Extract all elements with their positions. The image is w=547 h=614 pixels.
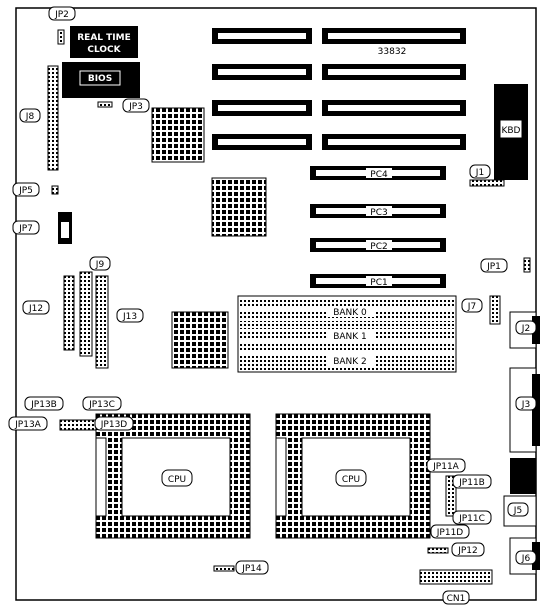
memory-banks: BANK 0 BANK 1 BANK 2 — [237, 295, 457, 373]
bios-chip: BIOS — [62, 62, 140, 98]
callout-box-j9 — [89, 256, 111, 271]
pci-label-3: PC2 — [370, 242, 387, 252]
callout-jp13d: JP13D — [100, 420, 128, 430]
isa-slots-right — [322, 28, 466, 150]
jp1-header — [523, 257, 531, 273]
callout-box-j6 — [515, 550, 537, 565]
real-time-clock-chip: REAL TIME CLOCK — [70, 26, 138, 58]
callout-j5: J5 — [513, 506, 522, 516]
callout-box-j3 — [515, 396, 537, 411]
pci-label-4: PC1 — [370, 278, 387, 288]
pci-slots: PC4 PC3 PC2 PC1 — [310, 166, 446, 288]
bank-label-0: BANK 0 — [333, 308, 367, 318]
cpu-socket-1: CPU — [95, 413, 251, 539]
part-number: 33832 — [378, 47, 407, 57]
callout-box-cn1 — [442, 590, 470, 605]
callout-box-jp13b — [24, 396, 64, 411]
jp14-header — [213, 565, 235, 572]
callout-jp14: JP14 — [241, 564, 262, 574]
jp3-header — [97, 101, 113, 108]
chipset-1 — [151, 107, 205, 163]
j9-header — [79, 271, 93, 357]
callout-jp11d: JP11D — [436, 528, 464, 538]
callout-box-jp1 — [480, 258, 508, 273]
isa-slots-left — [212, 28, 312, 150]
callout-jp11b: JP11B — [458, 478, 485, 488]
callout-jp3: JP3 — [128, 102, 143, 112]
callout-box-jp5 — [12, 182, 40, 197]
cn1-header — [419, 569, 493, 585]
callout-box-jp12 — [451, 542, 485, 557]
callout-jp13b: JP13B — [30, 400, 57, 410]
chipset-2 — [211, 177, 267, 237]
pci-label-1: PC4 — [370, 170, 388, 180]
bank-label-1: BANK 1 — [333, 332, 367, 342]
callout-j3: J3 — [521, 400, 530, 410]
j1-header — [469, 179, 505, 187]
callout-box-j2 — [515, 320, 537, 335]
jp13-cluster — [59, 419, 97, 431]
callout-j9: J9 — [95, 260, 105, 270]
kbd-label: KBD — [501, 126, 520, 136]
callout-box-jp11c — [452, 510, 492, 525]
callout-box-jp3 — [122, 98, 150, 113]
callout-box-jp13d — [94, 416, 134, 431]
callout-jp5: JP5 — [18, 186, 33, 196]
callout-box-jp14 — [235, 560, 269, 575]
rtc-label-line1: REAL TIME — [77, 33, 131, 43]
callout-jp2: JP2 — [54, 10, 69, 20]
callout-j8: J8 — [25, 112, 35, 122]
callout-jp1: JP1 — [486, 262, 501, 272]
callout-box-jp11a — [426, 458, 466, 473]
callout-j13: J13 — [122, 312, 137, 322]
jp5-header — [51, 185, 59, 195]
callout-j2: J2 — [521, 324, 530, 334]
callout-j6: J6 — [521, 554, 531, 564]
callout-box-jp13c — [82, 396, 122, 411]
j13-header — [95, 275, 109, 369]
callout-jp13a: JP13A — [14, 420, 42, 430]
callout-box-j5 — [507, 502, 529, 517]
callout-box-j13 — [116, 308, 144, 323]
jp11-cluster — [445, 475, 457, 517]
cpu-label-2: CPU — [342, 475, 360, 485]
callout-box-j1 — [469, 164, 491, 179]
callout-j12: J12 — [28, 304, 43, 314]
callout-box-jp2 — [48, 6, 76, 21]
bios-label: BIOS — [88, 74, 112, 84]
callout-jp11c: JP11C — [458, 514, 485, 524]
callout-jp7: JP7 — [18, 224, 33, 234]
j8-header — [47, 65, 59, 171]
callout-box-jp11d — [430, 524, 470, 539]
j7-header — [489, 295, 501, 325]
j12-header — [63, 275, 75, 351]
callout-box-jp13a — [8, 416, 48, 431]
callout-box-jp7 — [12, 220, 40, 235]
callout-jp11a: JP11A — [432, 462, 460, 472]
callout-j1: J1 — [475, 168, 484, 178]
callout-j7: J7 — [467, 302, 476, 312]
callout-box-j7 — [461, 298, 483, 313]
jp12-header — [427, 547, 449, 554]
callout-box-j12 — [22, 300, 50, 315]
rtc-label-line2: CLOCK — [87, 45, 121, 55]
jp2-header — [57, 29, 65, 45]
cpu-label-1: CPU — [168, 475, 186, 485]
cpu-socket-2: CPU — [275, 413, 431, 539]
callout-cn1: CN1 — [447, 594, 466, 604]
pci-label-2: PC3 — [370, 208, 387, 218]
bank-label-2: BANK 2 — [333, 357, 367, 367]
keyboard-connector: KBD — [494, 84, 528, 180]
callout-jp13c: JP13C — [88, 400, 115, 410]
chipset-3 — [171, 311, 229, 369]
callout-box-jp11b — [452, 474, 492, 489]
callout-box-j8 — [19, 108, 41, 123]
callout-jp12: JP12 — [457, 546, 478, 556]
